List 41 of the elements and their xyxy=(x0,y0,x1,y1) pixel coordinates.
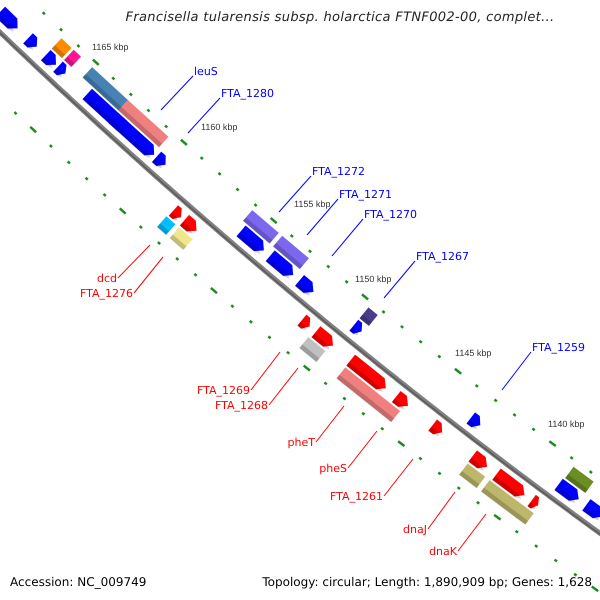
leader-line xyxy=(306,198,338,236)
accession-text: Accession: NC_009749 xyxy=(10,575,146,589)
gene-label: FTA_1267 xyxy=(416,250,470,264)
gene-label: leuS xyxy=(194,65,218,79)
summary-text: Topology: circular; Length: 1,890,909 bp; Genes: 1,628 xyxy=(262,575,592,589)
scale-label: 1150 kbp xyxy=(355,274,392,285)
leader-line xyxy=(278,176,312,212)
gene-label: FTA_1270 xyxy=(364,208,418,222)
leader-line xyxy=(118,244,150,278)
gene-label: pheT xyxy=(288,436,315,450)
gene-label: dnaK xyxy=(429,545,457,559)
leader-line xyxy=(250,352,280,390)
gene-label: FTA_1280 xyxy=(221,87,274,101)
gene-label: FTA_1268 xyxy=(214,399,268,413)
gene-label: FTA_1269 xyxy=(196,384,250,398)
gene-label: pheS xyxy=(319,462,347,476)
leader-line xyxy=(316,406,344,442)
gene-label: dnaJ xyxy=(403,523,427,537)
leader-line xyxy=(332,218,364,256)
leader-line xyxy=(502,352,532,390)
gene-label: FTA_1272 xyxy=(312,165,366,179)
leader-line xyxy=(458,514,486,552)
gene-label: dcd xyxy=(96,272,117,286)
scale-label: 1145 kbp xyxy=(455,348,492,359)
leader-line xyxy=(348,430,378,468)
scale-label: 1155 kbp xyxy=(294,199,330,210)
leader-line xyxy=(268,368,298,406)
gene-label: FTA_1259 xyxy=(532,341,586,355)
scale-label: 1165 kbp xyxy=(92,42,128,53)
scale-label: 1160 kbp xyxy=(201,122,238,133)
leader-line xyxy=(384,458,414,496)
leader-line xyxy=(188,98,220,134)
leader-line xyxy=(160,76,194,110)
gene-label: FTA_1261 xyxy=(330,490,383,504)
gene-label: FTA_1271 xyxy=(339,188,392,202)
map-title: Francisella tularensis subsp. holarctica FTNF002-00, complet... xyxy=(124,9,556,27)
leader-line xyxy=(384,260,416,298)
gene-label: FTA_1276 xyxy=(80,287,133,301)
leader-line xyxy=(428,492,456,530)
leader-line xyxy=(134,256,164,294)
scale-label: 1140 kbp xyxy=(548,419,584,430)
